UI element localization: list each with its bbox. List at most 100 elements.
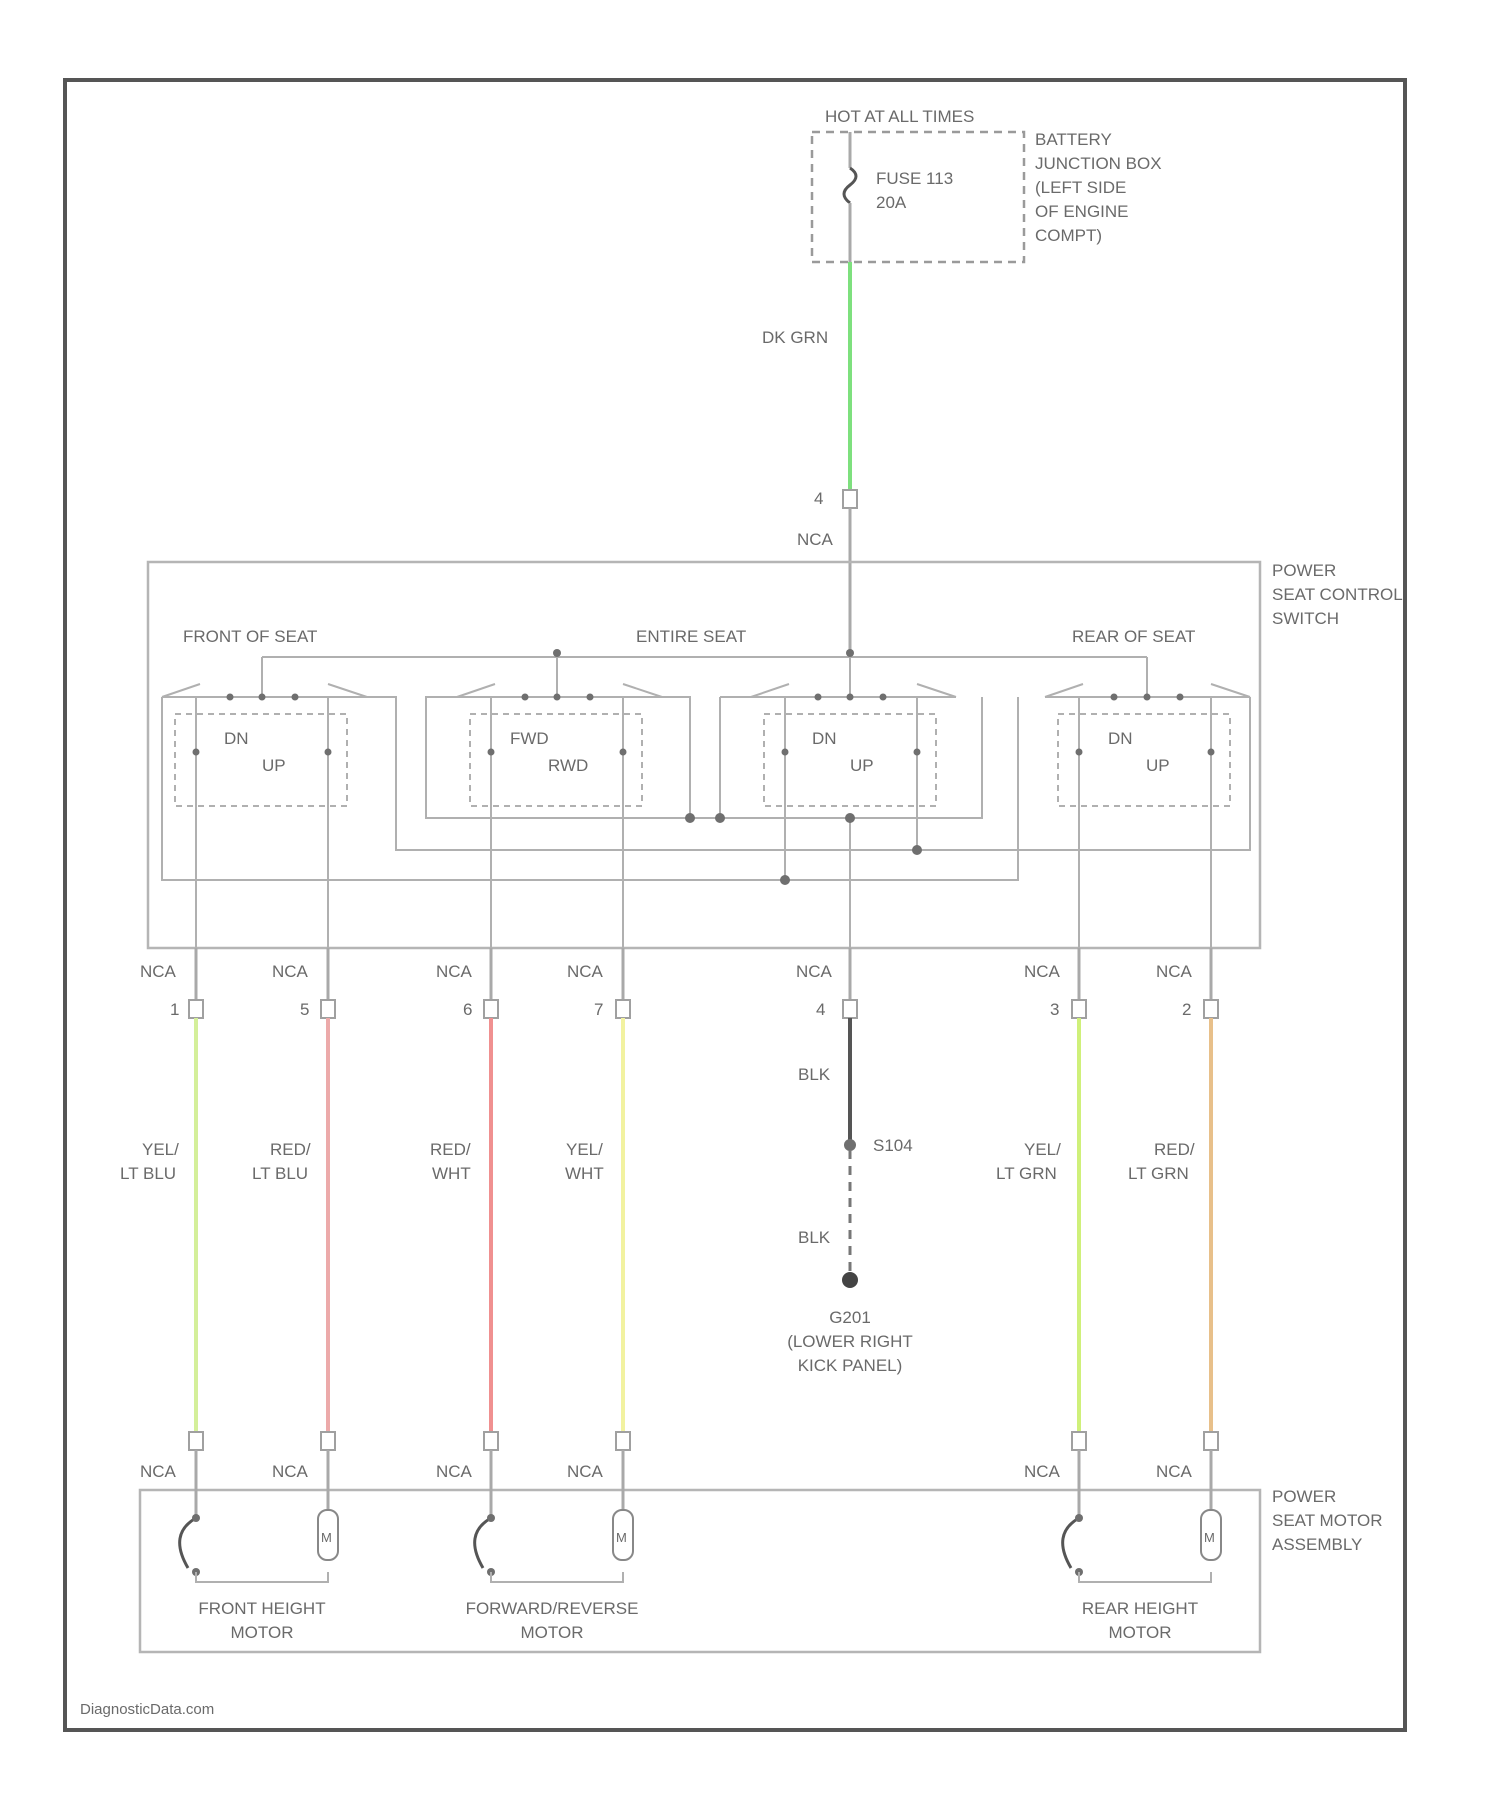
rear-height-motor: M REAR HEIGHT MOTOR — [1063, 1450, 1221, 1642]
rear-height-motor-name-1: REAR HEIGHT — [1082, 1599, 1198, 1618]
section-entire-seat: ENTIRE SEAT — [636, 627, 746, 646]
wire2-color-bottom: LT GRN — [1128, 1164, 1189, 1183]
svg-text:NCA: NCA — [140, 962, 177, 981]
svg-text:NCA: NCA — [140, 1462, 177, 1481]
wire5-color-top: RED/ — [270, 1140, 311, 1159]
section-rear-of-seat: REAR OF SEAT — [1072, 627, 1195, 646]
svg-text:NCA: NCA — [1024, 1462, 1061, 1481]
wire3-color-bottom: LT GRN — [996, 1164, 1057, 1183]
svg-text:BATTERY: BATTERY — [1035, 130, 1112, 149]
ground-location-2: (LOWER RIGHT — [787, 1332, 913, 1351]
front-height-motor: M FRONT HEIGHT MOTOR — [180, 1450, 338, 1642]
svg-text:NCA: NCA — [567, 1462, 604, 1481]
feed-pin-number: 4 — [814, 489, 823, 508]
feed-wire-label: DK GRN — [762, 328, 828, 347]
front-height-motor-name-1: FRONT HEIGHT — [198, 1599, 325, 1618]
svg-text:POWER: POWER — [1272, 1487, 1336, 1506]
wire-pin-2: 2 RED/ LT GRN — [1128, 948, 1218, 1432]
ground-wire-label: BLK — [798, 1065, 831, 1084]
junction-box-label: BATTERY JUNCTION BOX (LEFT SIDE OF ENGIN… — [1035, 130, 1162, 245]
svg-text:NCA: NCA — [1156, 1462, 1193, 1481]
switch-name-label: POWER SEAT CONTROL SWITCH — [1272, 561, 1403, 628]
wire7-color-bottom: WHT — [565, 1164, 604, 1183]
svg-text:NCA: NCA — [272, 962, 309, 981]
motor-m-symbol: M — [616, 1530, 627, 1545]
switch-forward-reverse: FWD RWD — [457, 684, 662, 948]
forward-reverse-motor-name-2: MOTOR — [521, 1623, 584, 1642]
switch3-position-top: DN — [812, 729, 837, 748]
splice-s104 — [844, 1139, 856, 1151]
motor-connectors: NCA NCA NCA NCA NCA NCA — [140, 1432, 1218, 1481]
diagram-frame — [65, 80, 1405, 1730]
switch2-position-bottom: RWD — [548, 756, 588, 775]
wire1-color-top: YEL/ — [142, 1140, 179, 1159]
watermark: DiagnosticData.com — [80, 1701, 214, 1718]
wire1-color-bottom: LT BLU — [120, 1164, 176, 1183]
svg-text:JUNCTION BOX: JUNCTION BOX — [1035, 154, 1162, 173]
switch-power-bus — [262, 649, 1147, 697]
svg-text:NCA: NCA — [796, 962, 833, 981]
motor-m-symbol: M — [1204, 1530, 1215, 1545]
wire7-color-top: YEL/ — [566, 1140, 603, 1159]
wire5-color-bottom: LT BLU — [252, 1164, 308, 1183]
ground-symbol-g201 — [842, 1272, 858, 1288]
wire1-pin: 1 — [170, 1000, 179, 1019]
switch-ground-bus — [162, 697, 1250, 948]
splice-label: S104 — [873, 1136, 913, 1155]
fuse-rating: 20A — [876, 193, 907, 212]
forward-reverse-motor: M FORWARD/REVERSE MOTOR — [466, 1450, 639, 1642]
switch4-position-bottom: UP — [1146, 756, 1170, 775]
wire3-color-top: YEL/ — [1024, 1140, 1061, 1159]
switch-nca-labels: NCA NCA NCA NCA NCA NCA NCA — [140, 962, 1193, 981]
svg-text:NCA: NCA — [272, 1462, 309, 1481]
svg-text:OF ENGINE: OF ENGINE — [1035, 202, 1129, 221]
wire-pin-6: 6 RED/ WHT — [430, 948, 498, 1432]
wire6-color-bottom: WHT — [432, 1164, 471, 1183]
ground-pin: 4 — [816, 1000, 825, 1019]
svg-text:SWITCH: SWITCH — [1272, 609, 1339, 628]
forward-reverse-motor-name-1: FORWARD/REVERSE — [466, 1599, 639, 1618]
switch-rear-height: DN UP — [1045, 684, 1250, 948]
wire-pin-7: 7 YEL/ WHT — [565, 948, 630, 1432]
wire6-pin: 6 — [463, 1000, 472, 1019]
switch2-position-top: FWD — [510, 729, 549, 748]
switch-front-height: DN UP — [162, 684, 367, 948]
svg-text:ASSEMBLY: ASSEMBLY — [1272, 1535, 1362, 1554]
feed-connector — [843, 490, 857, 508]
wire-pin-3: 3 YEL/ LT GRN — [996, 948, 1086, 1432]
front-height-motor-name-2: MOTOR — [231, 1623, 294, 1642]
switch4-position-top: DN — [1108, 729, 1133, 748]
svg-text:POWER: POWER — [1272, 561, 1336, 580]
wire-pin-5: 5 RED/ LT BLU — [252, 948, 335, 1432]
wire3-pin: 3 — [1050, 1000, 1059, 1019]
power-source-label: HOT AT ALL TIMES — [825, 107, 974, 126]
motor-m-symbol: M — [321, 1530, 332, 1545]
svg-text:SEAT MOTOR: SEAT MOTOR — [1272, 1511, 1383, 1530]
wire7-pin: 7 — [594, 1000, 603, 1019]
wire5-pin: 5 — [300, 1000, 309, 1019]
ground-location-1: G201 — [829, 1308, 871, 1327]
svg-text:SEAT CONTROL: SEAT CONTROL — [1272, 585, 1403, 604]
rear-height-motor-name-2: MOTOR — [1109, 1623, 1172, 1642]
section-front-of-seat: FRONT OF SEAT — [183, 627, 317, 646]
switch1-position-bottom: UP — [262, 756, 286, 775]
wire2-color-top: RED/ — [1154, 1140, 1195, 1159]
svg-text:NCA: NCA — [436, 962, 473, 981]
svg-text:NCA: NCA — [436, 1462, 473, 1481]
motor-assembly-label: POWER SEAT MOTOR ASSEMBLY — [1272, 1487, 1383, 1554]
power-seat-motor-assembly-box — [140, 1490, 1260, 1652]
svg-text:NCA: NCA — [1156, 962, 1193, 981]
feed-nca-label: NCA — [797, 530, 834, 549]
ground-wire-label-2: BLK — [798, 1228, 831, 1247]
svg-text:(LEFT SIDE: (LEFT SIDE — [1035, 178, 1126, 197]
svg-text:NCA: NCA — [1024, 962, 1061, 981]
fuse-symbol — [844, 168, 856, 203]
wire-pin-1: 1 YEL/ LT BLU — [120, 948, 203, 1432]
power-seat-control-switch-box — [148, 562, 1260, 948]
switch1-position-top: DN — [224, 729, 249, 748]
svg-text:NCA: NCA — [567, 962, 604, 981]
svg-text:COMPT): COMPT) — [1035, 226, 1102, 245]
ground-path: 4 BLK S104 BLK G201 (LOWER RIGHT KICK PA… — [787, 948, 913, 1375]
ground-location-3: KICK PANEL) — [798, 1356, 903, 1375]
